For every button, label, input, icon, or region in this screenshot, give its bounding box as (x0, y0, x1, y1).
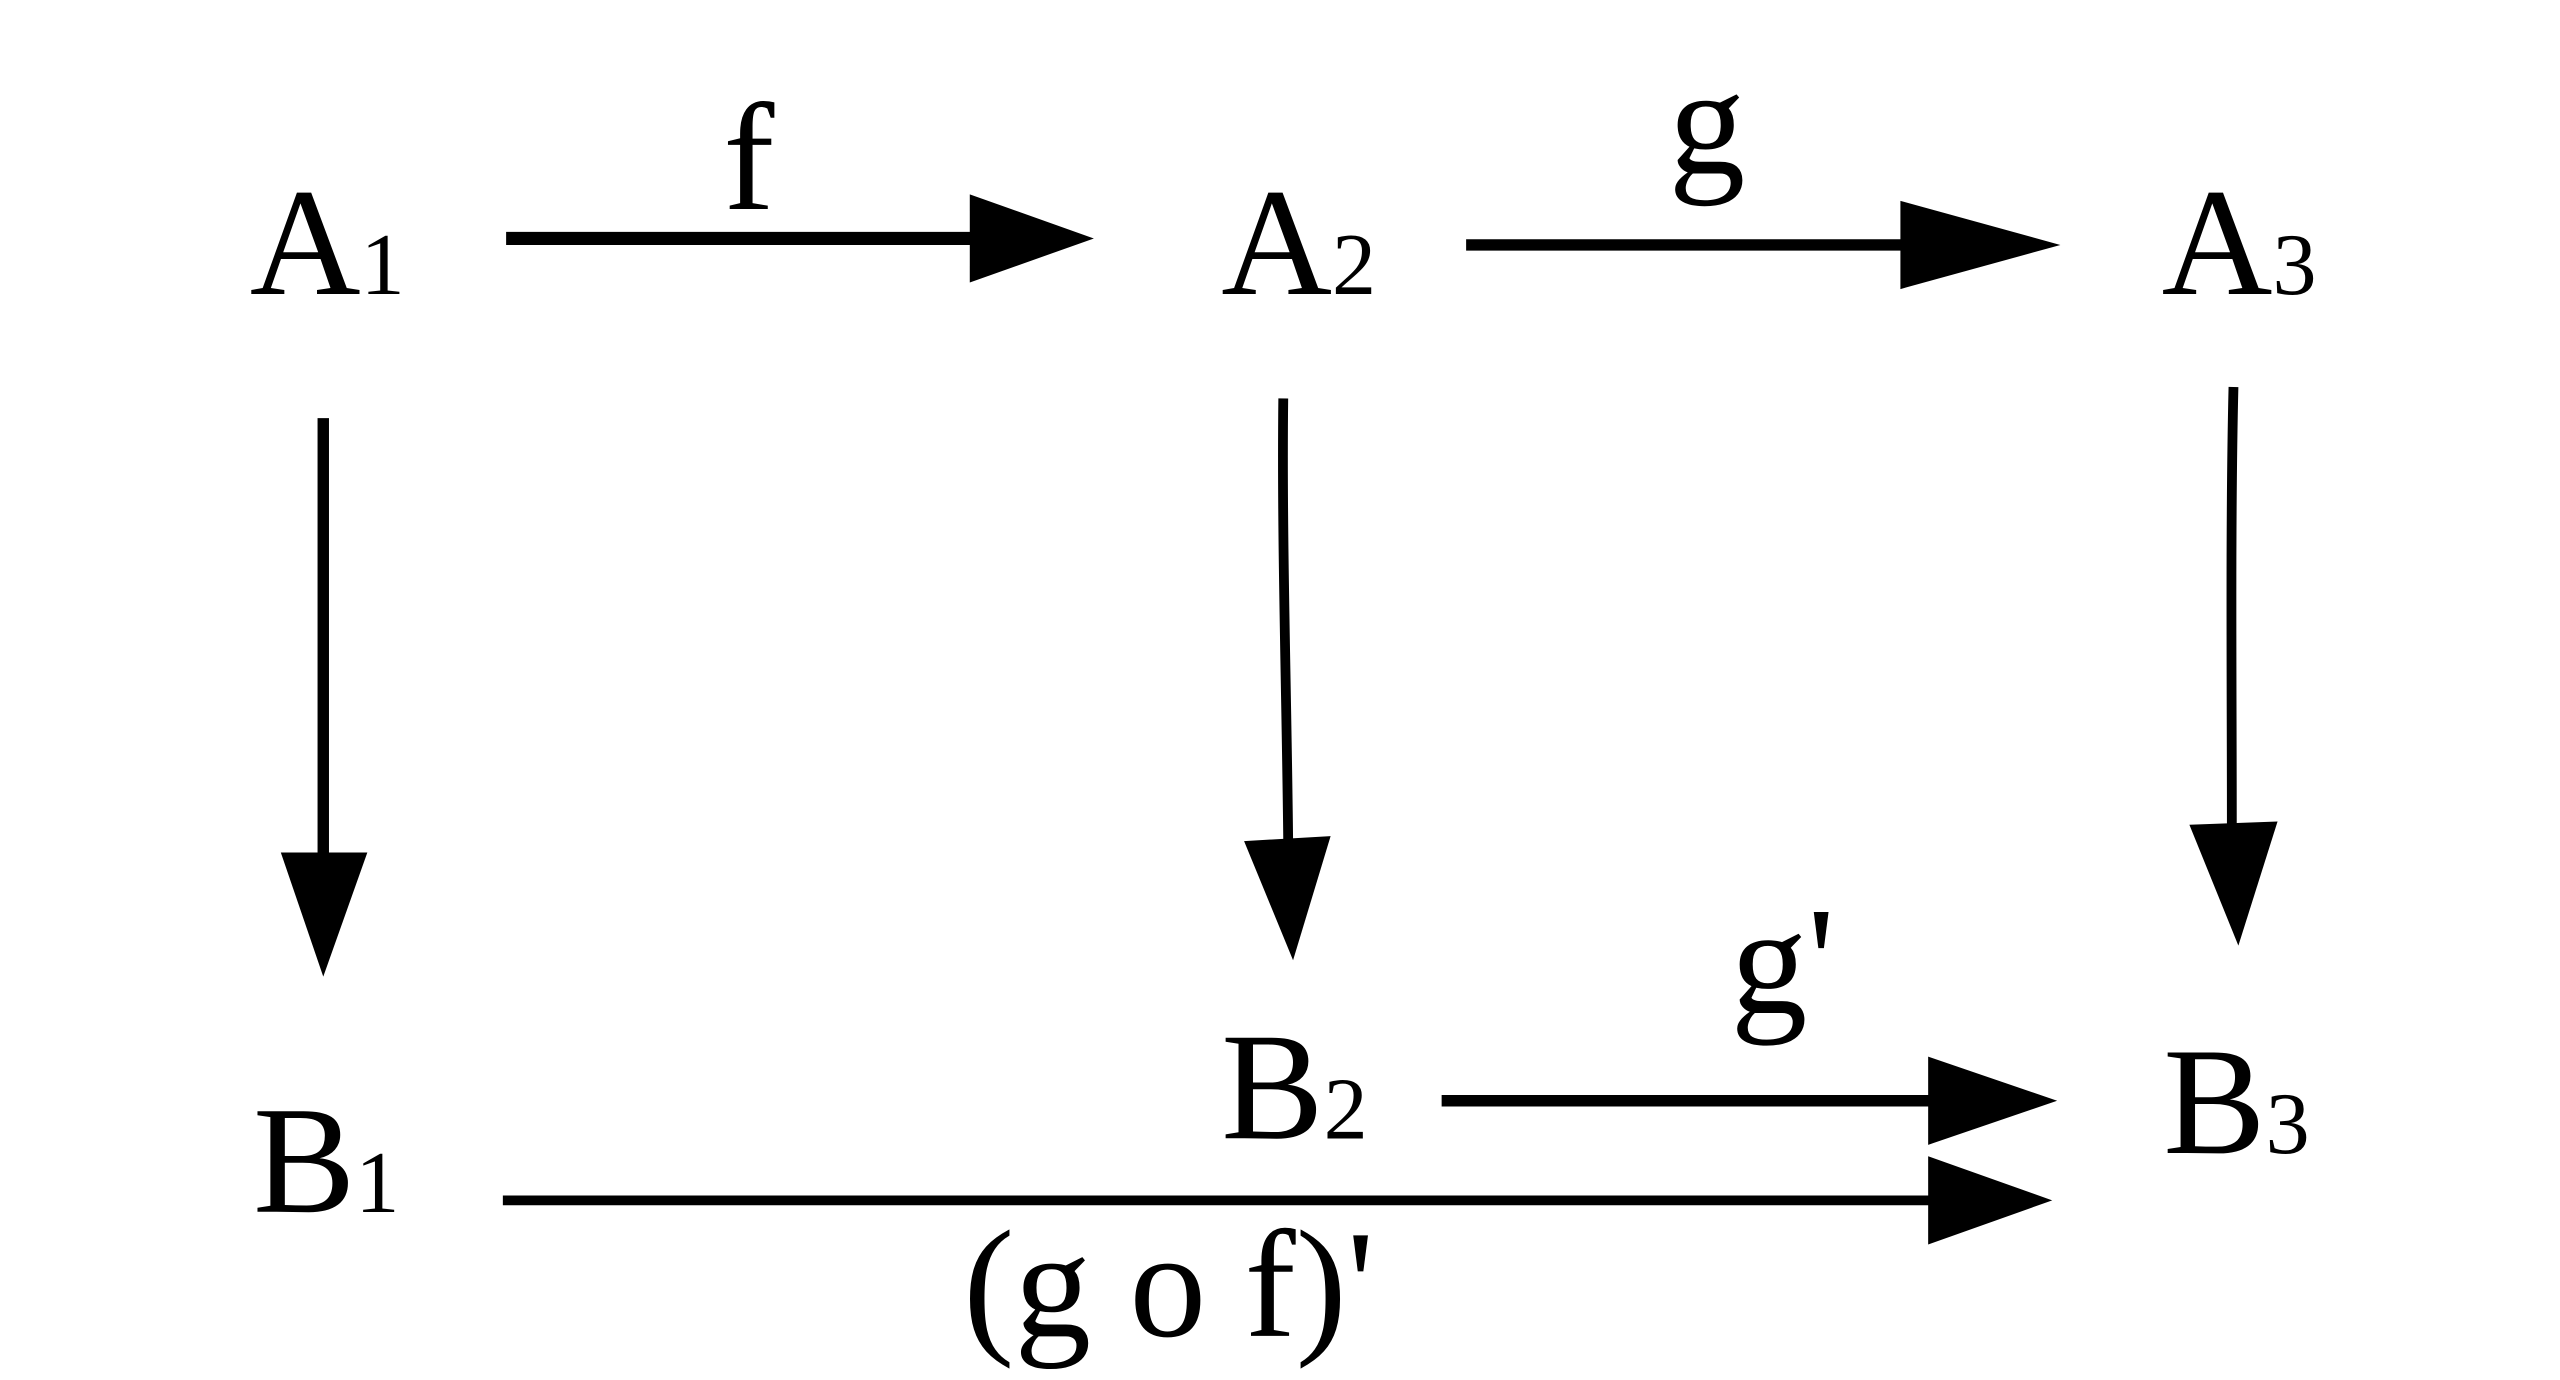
arrow-a3-b3 (2189, 386, 2278, 946)
arrow-a2-b2-head (1244, 836, 1331, 961)
node-a1-base: A (250, 158, 361, 328)
node-a3-subscript: 3 (2272, 216, 2316, 314)
arrow-g-prime (1441, 1056, 2058, 1145)
label-g: g (1669, 37, 1746, 207)
arrow-a3-b3-shaft (2226, 386, 2239, 825)
arrow-g-o-f-prime (502, 1156, 2053, 1245)
node-b1-base: B (253, 1076, 355, 1246)
node-b3-subscript: 3 (2266, 1075, 2310, 1173)
label-f: f (723, 73, 775, 243)
node-a3: A3 (2162, 158, 2317, 328)
label-g-o-f-prime: (g o f)' (963, 1200, 1374, 1370)
arrow-a2-b2-shaft (1278, 398, 1294, 840)
node-b3-base: B (2163, 1017, 2265, 1187)
arrow-g-o-f-prime-head (1928, 1156, 2053, 1245)
node-b3: B3 (2163, 1017, 2309, 1187)
node-b2: B2 (1221, 1002, 1367, 1172)
arrow-g (1466, 200, 2061, 290)
arrow-g-prime-head (1928, 1056, 2058, 1145)
arrow-a2-b2 (1244, 398, 1331, 961)
arrow-f (506, 194, 1094, 283)
arrow-a1-b1 (280, 418, 368, 977)
node-a1-subscript: 1 (361, 216, 405, 314)
arrow-a1-b1-head (280, 852, 368, 977)
node-b2-subscript: 2 (1324, 1060, 1368, 1158)
node-b1-subscript: 1 (355, 1134, 399, 1232)
label-g-prime: g' (1731, 877, 1835, 1047)
node-a3-base: A (2162, 158, 2273, 328)
node-b2-base: B (1221, 1002, 1323, 1172)
arrow-g-head (1900, 200, 2061, 290)
node-a2: A2 (1221, 158, 1376, 328)
node-a1: A1 (250, 158, 405, 328)
arrow-a3-b3-head (2189, 821, 2278, 946)
node-a2-base: A (1221, 158, 1332, 328)
node-a2-subscript: 2 (1332, 216, 1376, 314)
node-b1: B1 (253, 1076, 399, 1246)
arrow-f-head (969, 194, 1094, 283)
